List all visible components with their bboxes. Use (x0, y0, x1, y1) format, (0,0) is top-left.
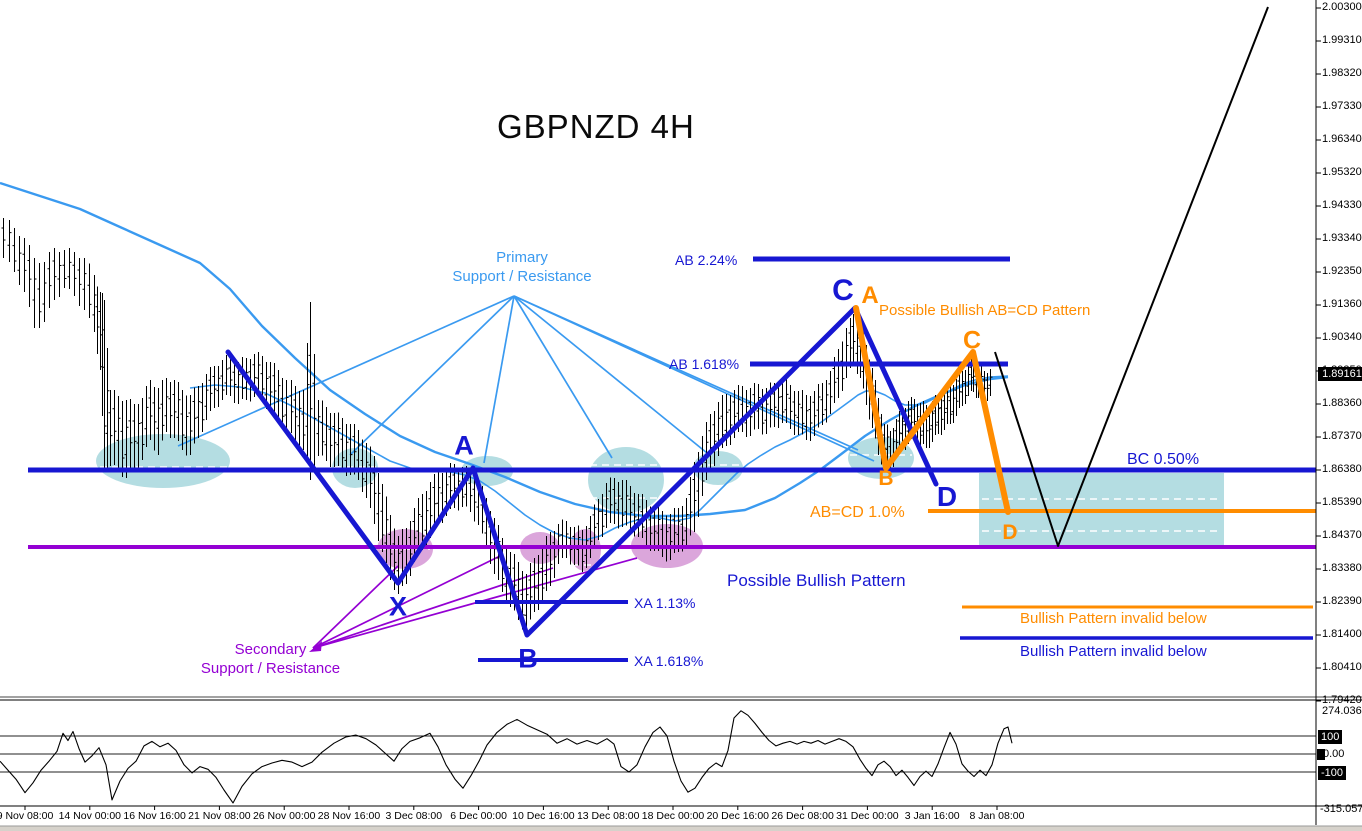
fib-label-abcd-10: AB=CD 1.0% (810, 504, 905, 521)
price-tick-label: 1.79420 (1322, 694, 1362, 706)
indicator-zero-label: 0.00 (1323, 748, 1345, 760)
price-tick-label: 1.93340 (1322, 232, 1362, 244)
time-tick-label: 13 Dec 08:00 (576, 810, 640, 822)
price-tick-label: 1.87370 (1322, 430, 1362, 442)
indicator-zero-tick (1317, 749, 1325, 760)
time-tick-label: 8 Jan 08:00 (969, 810, 1025, 822)
projection-path (994, 6, 1269, 547)
price-tick-label: 1.83380 (1322, 562, 1362, 574)
time-tick-label: 10 Dec 16:00 (512, 810, 575, 822)
fan-trendlines (177, 295, 875, 652)
price-tick-label: 1.92350 (1322, 265, 1362, 277)
fib-label-xa-113: XA 1.13% (634, 595, 696, 611)
primary-sr-label: Primary Support / Resistance (432, 249, 612, 287)
fib-label-bc-050: BC 0.50% (1127, 451, 1200, 468)
horizontal-levels (28, 256, 1316, 662)
primary-sr-line2: Support / Resistance (452, 267, 592, 285)
point-orange-b: B (878, 467, 894, 490)
possible-abcd-pattern-label: Possible Bullish AB=CD Pattern (879, 302, 1091, 319)
invalid-below-blue-label: Bullish Pattern invalid below (1020, 643, 1207, 660)
time-tick-label: 26 Dec 08:00 (771, 810, 834, 822)
time-tick-label: 31 Dec 00:00 (836, 810, 899, 822)
price-tick-label: 1.96340 (1322, 133, 1362, 145)
price-tick-label: 2.00300 (1322, 1, 1362, 13)
purple-fan-arrowhead (309, 641, 322, 652)
current-price-badge: 1.89161 (1318, 367, 1362, 381)
time-tick-label: 3 Jan 16:00 (904, 810, 960, 822)
time-tick-label: 21 Nov 08:00 (188, 810, 251, 822)
price-tick-label: 1.85390 (1322, 496, 1362, 508)
point-blue-x: X (388, 591, 408, 622)
primary-sr-line1: Primary (496, 249, 548, 266)
time-tick-label: 18 Dec 00:00 (641, 810, 705, 822)
time-tick-label: 14 Nov 00:00 (58, 810, 122, 822)
time-tick-label: 26 Nov 00:00 (252, 810, 316, 822)
price-tick-label: 1.91360 (1322, 298, 1362, 310)
possible-bullish-pattern-label: Possible Bullish Pattern (727, 571, 906, 590)
secondary-sr-label: Secondary Support / Resistance (183, 641, 358, 679)
point-orange-d: D (1002, 521, 1018, 544)
orange-abcd-zigzag (853, 305, 1011, 515)
price-tick-label: 1.99310 (1322, 34, 1362, 46)
blue-xabcd-zigzag (225, 305, 939, 638)
point-blue-d: D (936, 481, 958, 512)
fib-label-ab-1618: AB 1.618% (669, 356, 740, 372)
invalid-below-orange-label: Bullish Pattern invalid below (1020, 610, 1207, 627)
price-tick-label: 1.80410 (1322, 661, 1362, 673)
oscillator-line (0, 710, 1013, 804)
price-tick-label: 1.82390 (1322, 595, 1362, 607)
price-tick-label: 1.86380 (1322, 463, 1362, 475)
price-tick-label: 1.84370 (1322, 529, 1362, 541)
indicator-lower-badge: -100 (1318, 766, 1347, 780)
pattern-lines (225, 6, 1269, 638)
point-blue-a: A (454, 430, 474, 461)
bars-group (1, 218, 993, 633)
time-tick-label: 28 Nov 16:00 (317, 810, 381, 822)
time-tick-label: 20 Dec 16:00 (706, 810, 770, 822)
price-tick-label: 1.95320 (1322, 166, 1362, 178)
time-tick-label: 16 Nov 16:00 (123, 810, 186, 822)
indicator-min-label: -315.0573 (1320, 803, 1362, 815)
indicator-upper-badge: 100 (1318, 730, 1343, 744)
time-tick-label: 6 Dec 00:00 (450, 810, 507, 822)
price-tick-label: 1.90340 (1322, 331, 1362, 343)
time-tick-label: 9 Nov 08:00 (0, 810, 54, 822)
price-tick-label: 1.88360 (1322, 397, 1362, 409)
price-bars (1, 218, 993, 633)
price-tick-label: 1.94330 (1322, 199, 1362, 211)
bottom-strip (0, 826, 1362, 831)
time-tick-label: 3 Dec 08:00 (385, 810, 443, 822)
fib-label-xa-1618: XA 1.618% (634, 653, 704, 669)
price-tick-label: 1.81400 (1322, 628, 1362, 640)
price-tick-label: 1.98320 (1322, 67, 1362, 79)
secondary-sr-line2: Support / Resistance (200, 659, 341, 677)
point-orange-c: C (962, 326, 982, 355)
indicator-panel (0, 696, 1362, 807)
price-tick-label: 1.97330 (1322, 100, 1362, 112)
fib-label-ab-224: AB 2.24% (675, 252, 738, 268)
point-orange-a: A (861, 282, 879, 309)
point-blue-b: B (518, 643, 538, 674)
chart-title: GBPNZD 4H (497, 108, 695, 145)
secondary-sr-line1: Secondary (234, 641, 307, 658)
point-blue-c: C (832, 274, 854, 307)
